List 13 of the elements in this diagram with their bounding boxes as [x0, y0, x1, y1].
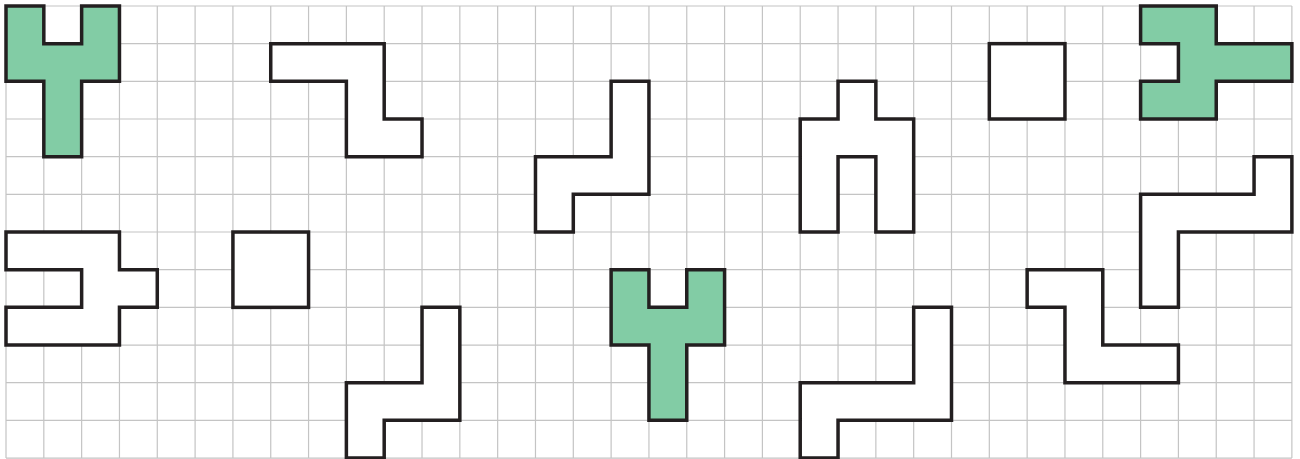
polyomino: [269, 41, 424, 159]
polyomino: [344, 305, 462, 459]
square-tile: [987, 41, 1067, 121]
polyomino: [4, 4, 122, 159]
polyomino: [798, 305, 954, 459]
polyomino: [1025, 267, 1181, 385]
polyomino: [533, 79, 651, 234]
square-tile: [231, 230, 311, 310]
polyomino: [4, 230, 160, 347]
polyomino: [1138, 4, 1294, 121]
polyomino: [609, 267, 727, 423]
polyomino: [798, 79, 916, 234]
polyomino: [1138, 154, 1294, 310]
